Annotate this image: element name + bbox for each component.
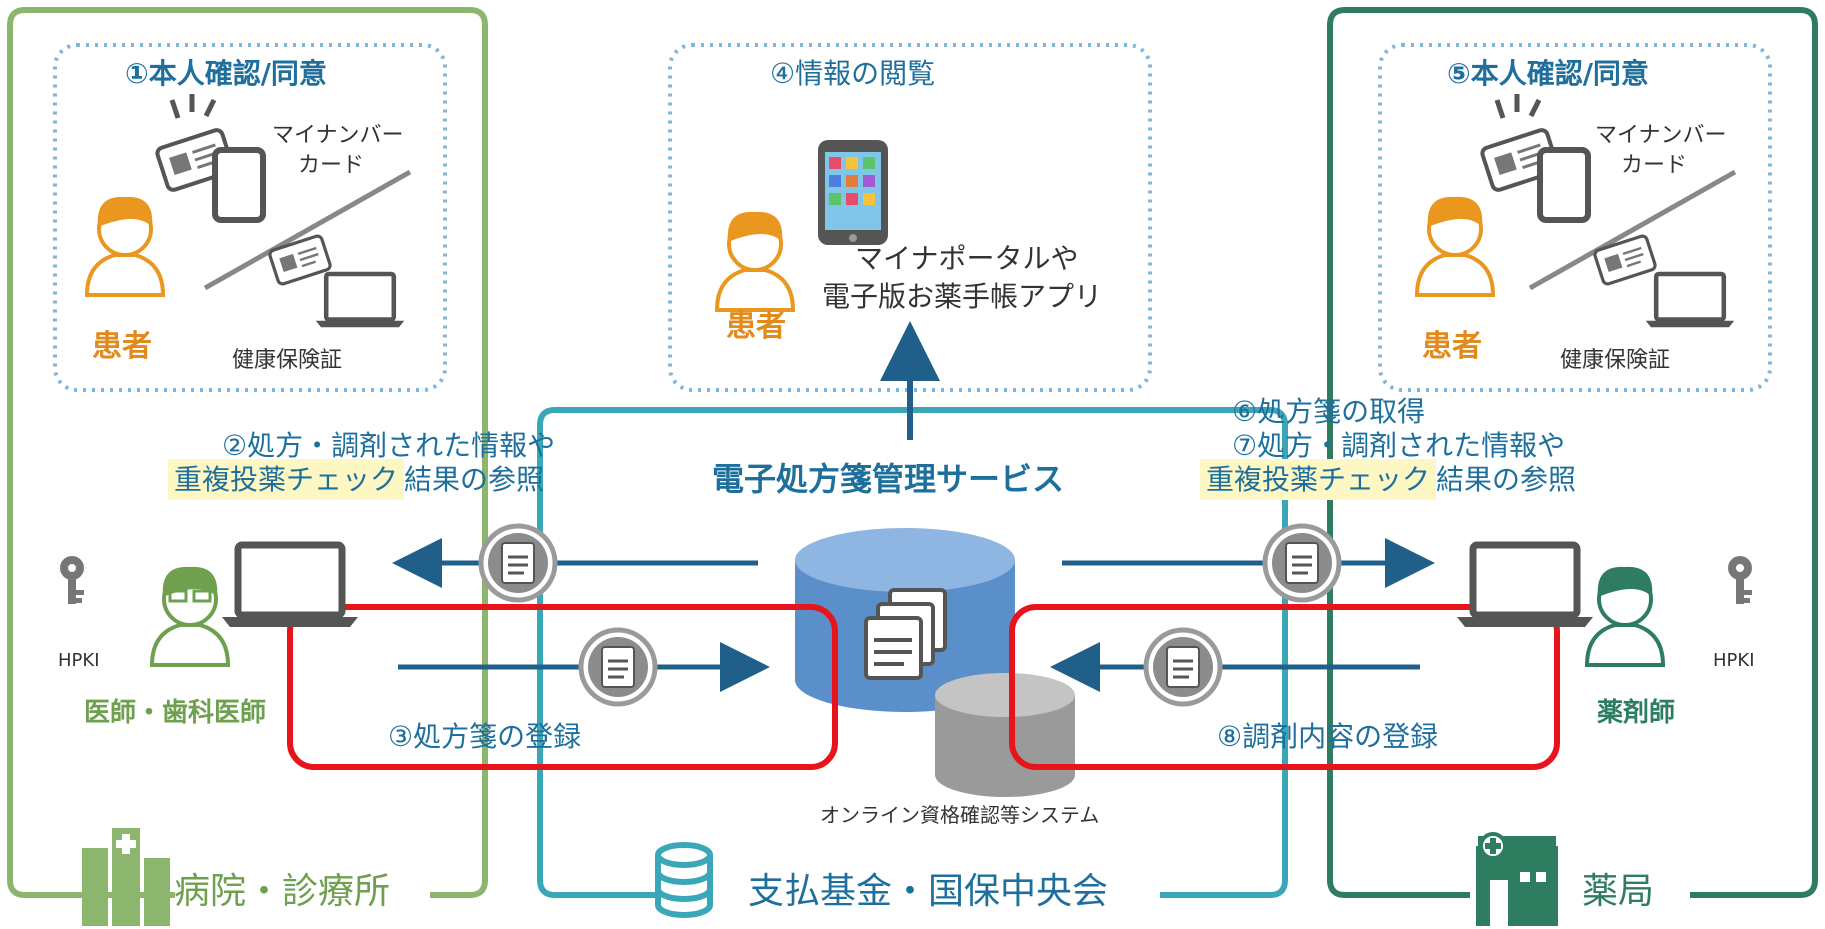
laptop-icon (1646, 274, 1734, 327)
pharmacist-icon (1585, 564, 1665, 667)
smartphone-icon (818, 140, 888, 245)
hospital-building-icon (82, 828, 170, 926)
insurance-card-icon (1592, 233, 1658, 287)
hpki-key-icon (1728, 556, 1752, 604)
qualification-system-label: オンライン資格確認等システム (820, 803, 1100, 827)
my-number-card-label: カード (1621, 153, 1688, 178)
step8-label: ⑧調剤内容の登録 (1217, 720, 1439, 753)
insurance-card-label: 健康保険証 (232, 348, 343, 373)
consent-title-left: ①本人確認/同意 (125, 57, 327, 90)
patient-label: 患者 (726, 309, 786, 344)
pharmacist-laptop-icon (1457, 545, 1593, 627)
hospital-footer-label: 病院・診療所 (174, 871, 391, 912)
prescription-doc-icon (1265, 526, 1339, 600)
doctor-laptop-icon (222, 545, 358, 627)
app-label: 電子版お薬手帳アプリ (822, 280, 1103, 313)
signal-icon (1494, 94, 1542, 119)
pharmacy-frame (1327, 7, 1818, 898)
doctor-label: 医師・歯科医師 (84, 698, 267, 728)
consent-title-right: ⑤本人確認/同意 (1447, 57, 1649, 90)
consent-box-left (53, 43, 447, 392)
consent-box-right (1378, 43, 1772, 392)
pharmacy-footer-label: 薬局 (1582, 871, 1655, 912)
step3-highlight (287, 604, 838, 770)
step2-rest: 結果の参照 (404, 463, 545, 496)
divider-slash (203, 169, 412, 291)
step6-label: ⑥処方箋の取得 (1232, 395, 1426, 428)
step2-label: ②処方・調剤された情報や (222, 429, 556, 462)
patient-label: 患者 (1422, 329, 1482, 364)
database-icon (655, 842, 713, 918)
prescription-doc-icon (581, 630, 655, 704)
step7-rest: 結果の参照 (1436, 463, 1577, 496)
qualification-db-icon (935, 673, 1075, 797)
duplicate-check-highlight: 重複投薬チェック (1200, 459, 1437, 500)
my-number-card-label: マイナンバー (1595, 123, 1727, 148)
signal-icon (169, 94, 217, 119)
step2-label: 重複投薬チェック結果の参照 (168, 459, 545, 500)
viewer-box (668, 43, 1152, 392)
prescription-doc-icon (1146, 630, 1220, 704)
patient-icon (715, 209, 795, 312)
duplicate-check-highlight: 重複投薬チェック (168, 459, 405, 500)
my-number-card-label: カード (298, 153, 365, 178)
viewer-title: ④情報の閲覧 (770, 57, 936, 90)
insurance-card-icon (267, 233, 333, 287)
prescription-doc-icon (481, 526, 555, 600)
my-number-card-label: マイナンバー (272, 123, 404, 148)
hpki-label: HPKI (58, 650, 100, 671)
center-footer-label: 支払基金・国保中央会 (748, 871, 1109, 912)
divider-slash (1528, 169, 1737, 291)
pharmacy-building-icon (1476, 832, 1558, 926)
patient-icon (1415, 194, 1495, 297)
step7-label: ⑦処方・調剤された情報や (1232, 429, 1566, 462)
patient-label: 患者 (92, 329, 152, 364)
pharmacist-label: 薬剤師 (1597, 698, 1676, 728)
hpki-key-icon (60, 556, 84, 604)
insurance-card-label: 健康保険証 (1560, 348, 1671, 373)
hpki-label: HPKI (1713, 650, 1755, 671)
card-reader-icon (212, 147, 266, 223)
step8-highlight (1009, 604, 1560, 770)
laptop-icon (316, 274, 404, 327)
service-title: 電子処方箋管理サービス (712, 460, 1065, 498)
prescription-db-icon (795, 528, 1015, 712)
step7-label: 重複投薬チェック結果の参照 (1200, 459, 1577, 500)
hospital-frame (7, 7, 488, 898)
patient-icon (85, 194, 165, 297)
step3-label: ③処方箋の登録 (388, 720, 582, 753)
doctor-icon (150, 564, 230, 667)
card-reader-icon (1537, 147, 1591, 223)
app-label: マイナポータルや (855, 242, 1079, 275)
